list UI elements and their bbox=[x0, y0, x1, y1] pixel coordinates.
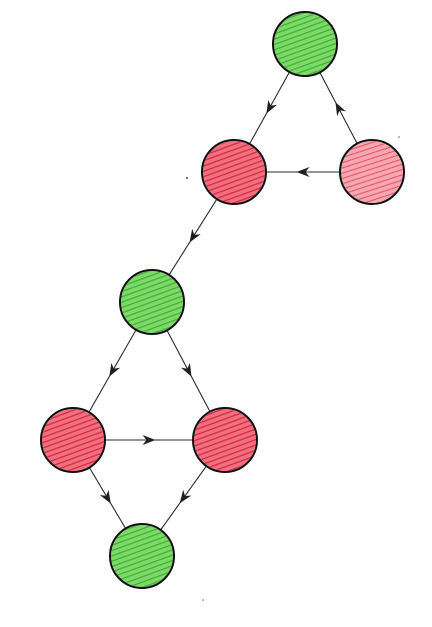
edge-n5-n6 bbox=[105, 435, 193, 445]
node-outline bbox=[272, 11, 338, 77]
node-fill bbox=[111, 525, 173, 587]
node-fill bbox=[274, 13, 336, 75]
node-outline bbox=[40, 407, 106, 473]
node-n5-red bbox=[40, 407, 106, 473]
node-outline bbox=[201, 139, 267, 205]
node-n6-red bbox=[192, 407, 258, 473]
node-fill bbox=[203, 141, 265, 203]
edge-n2-n4 bbox=[168, 198, 218, 276]
edge-n1-n2 bbox=[249, 71, 290, 145]
node-fill bbox=[121, 271, 183, 333]
nodes-layer bbox=[40, 11, 405, 589]
arrowhead bbox=[181, 362, 192, 377]
arrowhead bbox=[189, 228, 201, 243]
arrowhead bbox=[296, 167, 310, 177]
edge-n4-n5 bbox=[88, 329, 137, 413]
node-n3-red bbox=[339, 139, 405, 205]
edge-n5-n7 bbox=[88, 467, 127, 529]
node-fill bbox=[42, 409, 104, 471]
stray-dot bbox=[202, 599, 204, 601]
edge-n3-n1 bbox=[319, 72, 358, 144]
node-outline bbox=[109, 523, 175, 589]
edge-n6-n7 bbox=[160, 465, 207, 531]
node-n1-green bbox=[272, 11, 338, 77]
node-n7-green bbox=[109, 523, 175, 589]
edge-n4-n6 bbox=[166, 330, 211, 412]
node-outline bbox=[119, 269, 185, 335]
node-outline bbox=[192, 407, 258, 473]
arrowhead bbox=[266, 99, 277, 114]
node-n4-green bbox=[119, 269, 185, 335]
arrowhead bbox=[109, 362, 121, 377]
node-fill bbox=[341, 141, 403, 203]
node-fill bbox=[194, 409, 256, 471]
arrowhead bbox=[179, 489, 192, 504]
stray-dot bbox=[186, 177, 188, 179]
edge-n3-n2 bbox=[266, 167, 340, 177]
arrowhead bbox=[99, 489, 111, 504]
stray-dot bbox=[398, 136, 400, 138]
edges-layer bbox=[88, 71, 358, 531]
node-outline bbox=[339, 139, 405, 205]
arrowhead bbox=[335, 102, 346, 117]
arrowhead bbox=[142, 435, 156, 445]
node-n2-red bbox=[201, 139, 267, 205]
